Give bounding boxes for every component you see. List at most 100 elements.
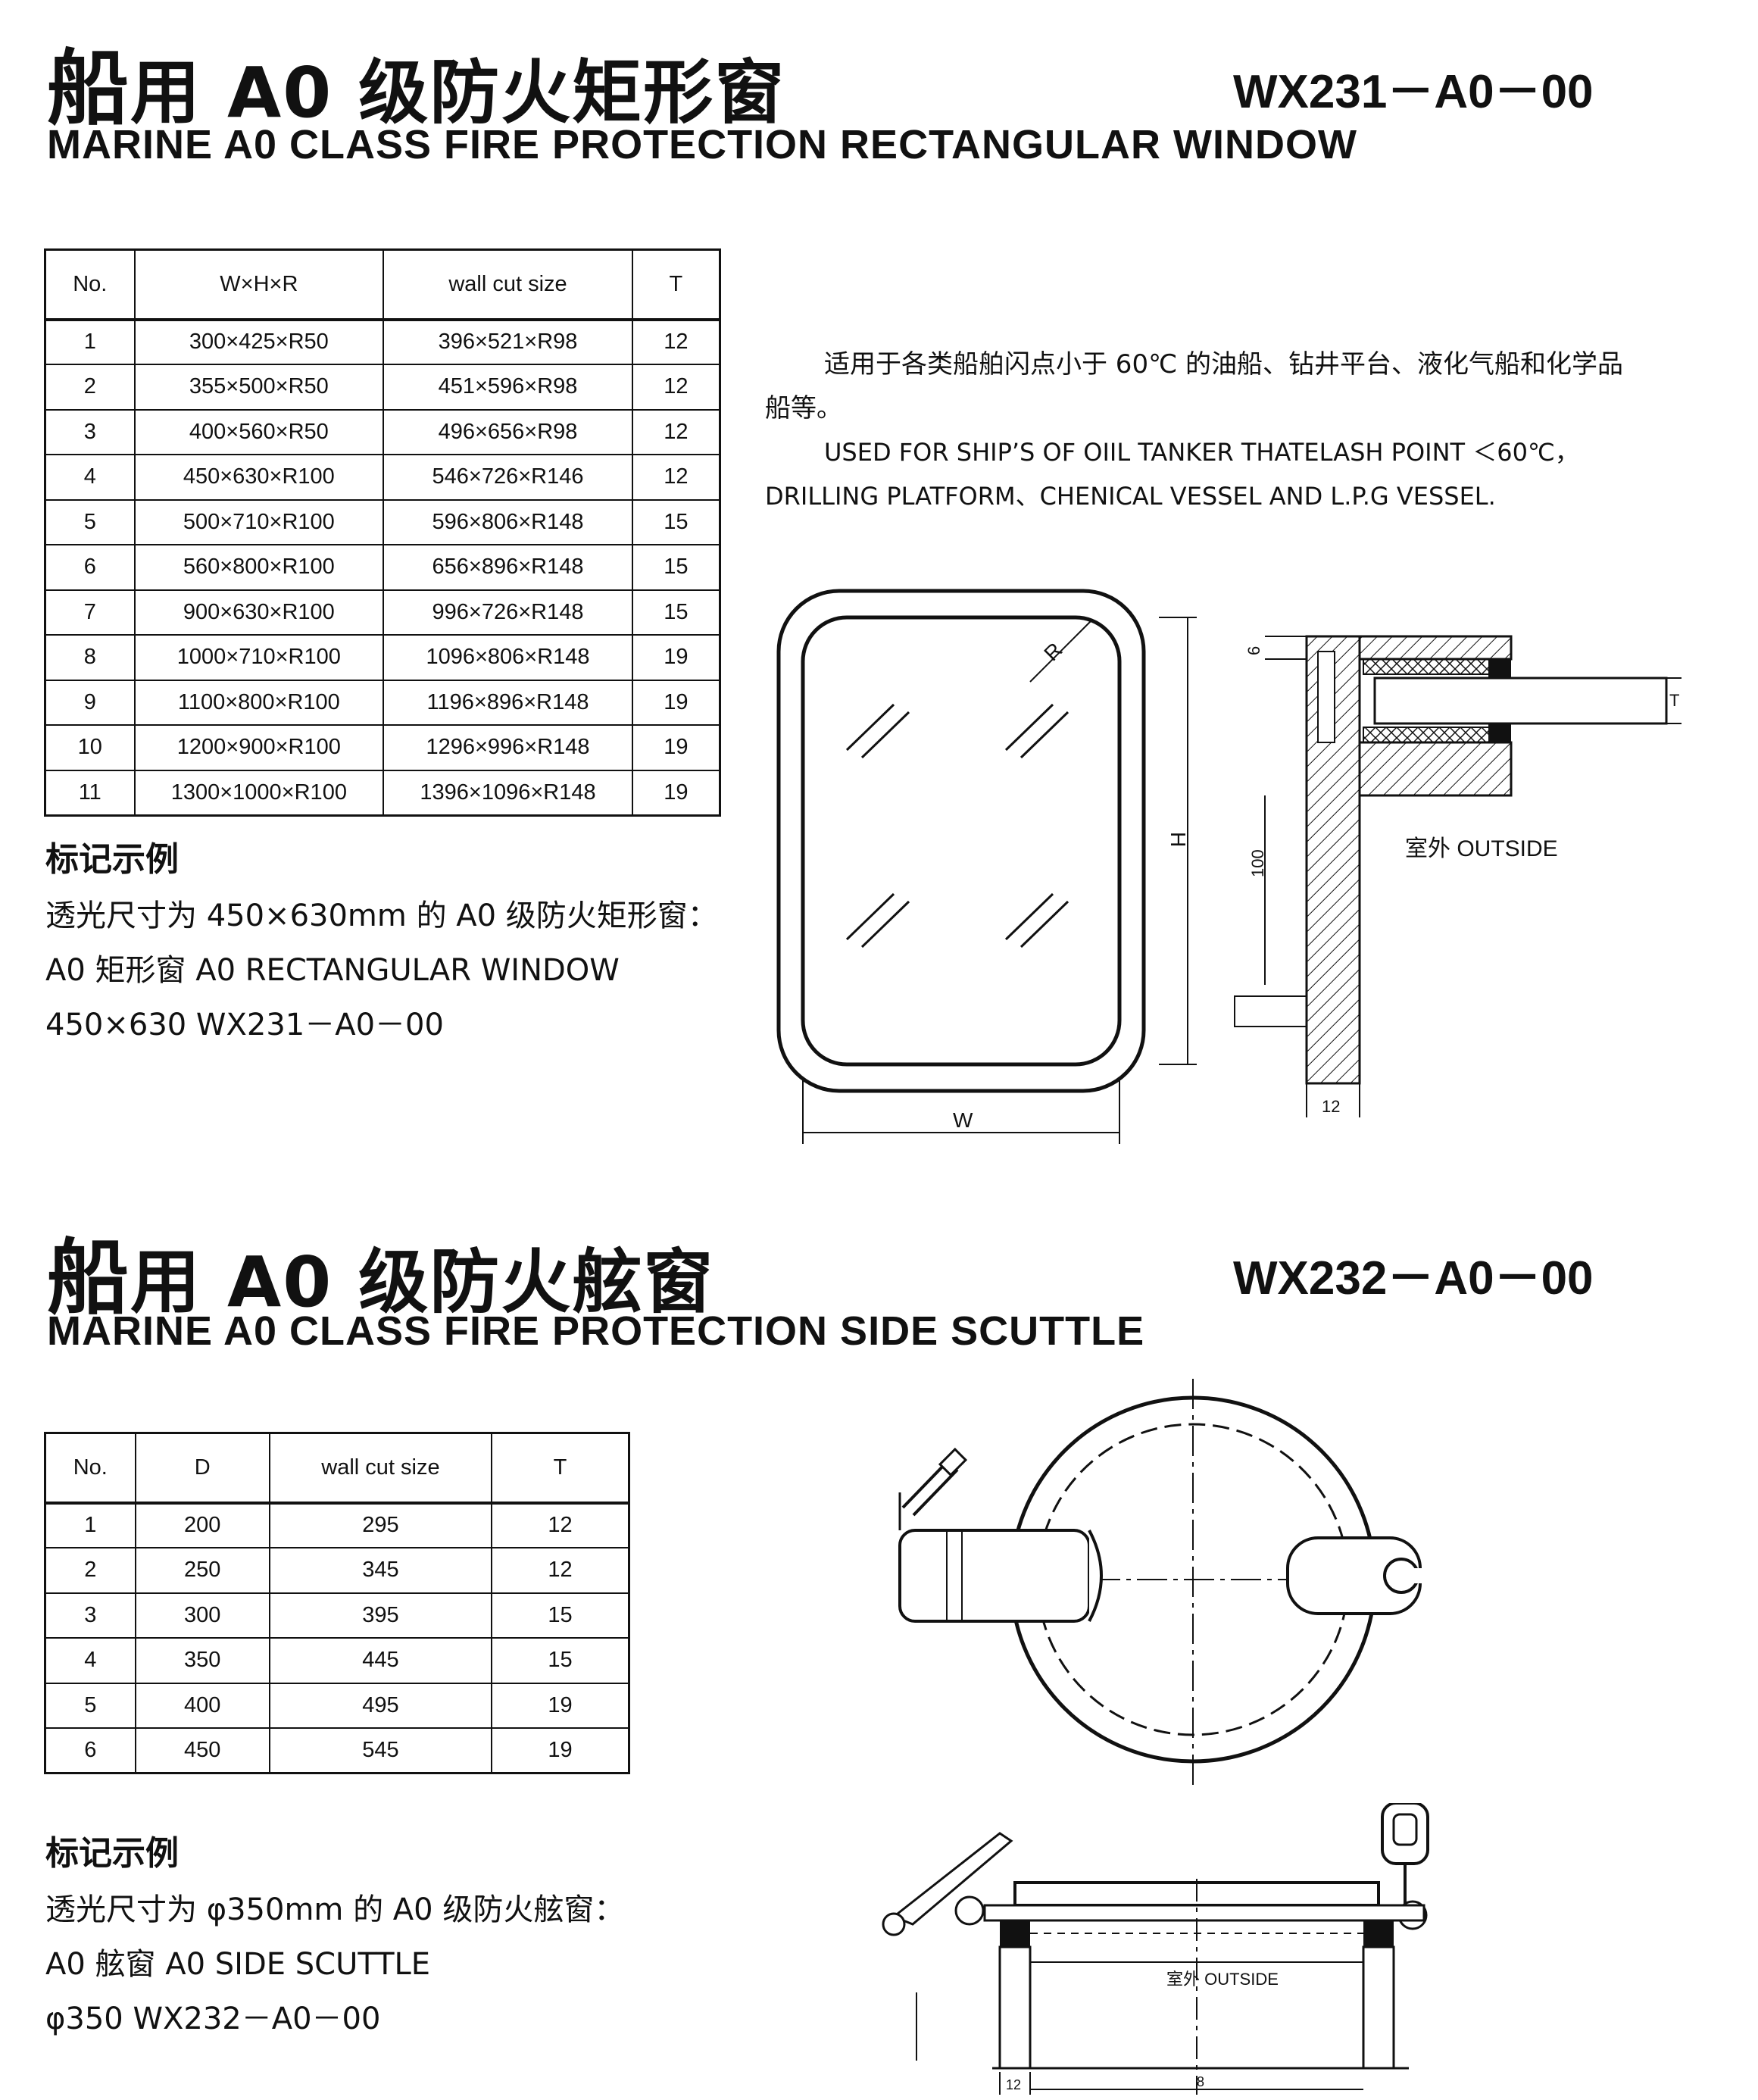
table-cell: 15: [491, 1592, 630, 1639]
label-outside: 室外 OUTSIDE: [1166, 1970, 1279, 1989]
table-cell: 1: [44, 1502, 136, 1548]
table-cell: 1300×1000×R100: [133, 769, 385, 816]
section2-marking-example: 标记示例 透光尺寸为 φ350mm 的 A0 级防火舷窗： A0 舷窗 A0 S…: [45, 1826, 624, 2038]
rectangular-window-front-view: R H W: [776, 589, 1197, 1144]
table-cell: 12: [631, 408, 721, 455]
table-cell: 350: [134, 1637, 270, 1684]
section2-product-code: WX232－A0－00: [1233, 1252, 1594, 1305]
table-cell: 11: [44, 769, 136, 816]
table-cell: 400: [134, 1682, 270, 1729]
table-cell: 9: [44, 679, 136, 726]
label-dim-6: 6: [1244, 646, 1263, 655]
col-header-no: No.: [44, 248, 136, 321]
section1-description: 适用于各类船舶闪点小于 60℃ 的油船、钻井平台、液化气船和化学品 船等。 US…: [765, 342, 1704, 518]
table-cell: 295: [268, 1502, 493, 1548]
marking-line3: φ350 WX232－A0－00: [45, 2002, 381, 2036]
table-cell: 19: [631, 724, 721, 771]
table-cell: 200: [134, 1502, 270, 1548]
side-scuttle-front-view: [898, 1379, 1428, 1788]
table-cell: 345: [268, 1547, 493, 1594]
table-cell: 19: [491, 1727, 630, 1774]
table-cell: 15: [631, 544, 721, 591]
label-dim-100: 100: [1248, 849, 1267, 877]
table-cell: 451×596×R98: [383, 364, 633, 411]
label-w: W: [953, 1108, 973, 1132]
table-cell: 500×710×R100: [133, 498, 385, 545]
table-cell: 560×800×R100: [133, 544, 385, 591]
section2-title-en: MARINE A0 CLASS FIRE PROTECTION SIDE SCU…: [47, 1308, 1145, 1354]
label-r: R: [1039, 638, 1066, 665]
table-cell: 400×560×R50: [133, 408, 385, 455]
table-cell: 996×726×R148: [383, 589, 633, 636]
table-cell: 1296×996×R148: [383, 724, 633, 771]
table-cell: 450×630×R100: [133, 454, 385, 501]
marking-line3: 450×630 WX231－A0－00: [45, 1008, 444, 1042]
marking-line1: 透光尺寸为 450×630mm 的 A0 级防火矩形窗：: [45, 898, 718, 933]
section1-title-cn-first: 船: [47, 42, 131, 136]
table-cell: 1200×900×R100: [133, 724, 385, 771]
table-cell: 12: [631, 454, 721, 501]
table-cell: 12: [491, 1547, 630, 1594]
rectangular-window-section-view: T 6 100 12 室外 OUTSIDE: [1234, 635, 1681, 1117]
table-cell: 1096×806×R148: [383, 634, 633, 681]
section1-title-cn: 船用 A0 级防火矩形窗: [47, 23, 785, 141]
section2-title-cn-rest: 用 A0 级防火舷窗: [130, 1242, 715, 1323]
table-cell: 445: [268, 1637, 493, 1684]
label-dim-12: 12: [1322, 1097, 1340, 1116]
table-cell: 1196×896×R148: [383, 679, 633, 726]
section1-product-code: WX231－A0－00: [1233, 66, 1594, 118]
table-cell: 7: [44, 589, 136, 636]
table-cell: 546×726×R146: [383, 454, 633, 501]
table-cell: 596×806×R148: [383, 498, 633, 545]
label-outside: 室外 OUTSIDE: [1405, 836, 1558, 861]
col-header-wall-cut: wall cut size: [383, 248, 633, 321]
table-cell: 15: [631, 589, 721, 636]
table-cell: 19: [631, 769, 721, 816]
marking-title: 标记示例: [45, 840, 179, 879]
desc-cn-line1: 适用于各类船舶闪点小于 60℃ 的油船、钻井平台、液化气船和化学品: [824, 349, 1624, 380]
table-cell: 6: [44, 1727, 136, 1774]
marking-line1: 透光尺寸为 φ350mm 的 A0 级防火舷窗：: [45, 1892, 625, 1927]
col-header-whr: W×H×R: [133, 248, 385, 321]
table-cell: 1: [44, 318, 136, 365]
table-cell: 8: [44, 634, 136, 681]
table-cell: 545: [268, 1727, 493, 1774]
table-cell: 12: [631, 318, 721, 365]
label-h: H: [1166, 832, 1190, 847]
table-cell: 3: [44, 1592, 136, 1639]
table-header-row: No. D wall cut size T: [44, 1432, 630, 1505]
table-cell: 355×500×R50: [133, 364, 385, 411]
col-header-t: T: [631, 248, 721, 321]
label-dim-12: 12: [1006, 2077, 1021, 2092]
table-cell: 1000×710×R100: [133, 634, 385, 681]
section1-marking-example: 标记示例 透光尺寸为 450×630mm 的 A0 级防火矩形窗： A0 矩形窗…: [45, 832, 718, 1044]
table-cell: 15: [631, 498, 721, 545]
section1-title-cn-rest: 用 A0 级防火矩形窗: [130, 52, 786, 133]
table-cell: 300: [134, 1592, 270, 1639]
table-cell: 5: [44, 1682, 136, 1729]
table-cell: 10: [44, 724, 136, 771]
desc-en-line1: USED FOR SHIP’S OF OIIL TANKER THATELASH…: [824, 438, 1579, 467]
label-dim-8: 8: [1197, 2074, 1204, 2089]
table-cell: 19: [491, 1682, 630, 1729]
marking-line2: A0 舷窗 A0 SIDE SCUTTLE: [45, 1947, 431, 1982]
marking-line2: A0 矩形窗 A0 RECTANGULAR WINDOW: [45, 953, 620, 988]
table-cell: 19: [631, 634, 721, 681]
table-cell: 656×896×R148: [383, 544, 633, 591]
table-cell: 396×521×R98: [383, 318, 633, 365]
table-cell: 2: [44, 1547, 136, 1594]
table-cell: 1100×800×R100: [133, 679, 385, 726]
table-cell: 250: [134, 1547, 270, 1594]
